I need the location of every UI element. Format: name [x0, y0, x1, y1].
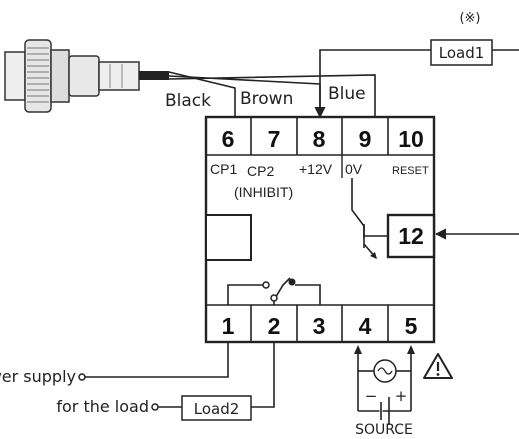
- terminal-2: 2: [268, 313, 281, 339]
- relay-contact-icon: [227, 277, 321, 305]
- ac-source-icon: [373, 359, 397, 383]
- label-12v: +12V: [299, 161, 333, 177]
- terminal-8: 8: [313, 126, 326, 152]
- terminal-9: 9: [359, 126, 372, 152]
- display-window: [205, 214, 252, 261]
- load2-wire-right: [251, 342, 275, 408]
- terminal-10: 10: [398, 126, 424, 152]
- load1-label: Load1: [439, 44, 485, 62]
- wire-label-brown: Brown: [240, 89, 293, 109]
- terminal-12-box: [386, 213, 436, 259]
- label-inhibit: (INHIBIT): [234, 184, 293, 200]
- source-minus: −: [365, 387, 378, 405]
- source-label: SOURCE: [355, 422, 413, 438]
- load1-box: [430, 39, 493, 66]
- terminal-1: 1: [222, 313, 235, 339]
- proximity-sensor-icon: [4, 39, 140, 113]
- source-wiring: [354, 345, 415, 412]
- load2-box: [181, 395, 252, 421]
- source-plus: +: [395, 387, 408, 405]
- label-cp2: CP2: [247, 163, 274, 179]
- wire-label-blue: Blue: [328, 84, 366, 104]
- terminal-3: 3: [313, 313, 326, 339]
- terminal-5: 5: [405, 313, 418, 339]
- label-0v: 0V: [345, 161, 363, 177]
- label-cp1: CP1: [210, 161, 237, 177]
- cable: [139, 71, 169, 80]
- power-label-line1: Power supply: [0, 367, 76, 386]
- power-wire-1: [85, 342, 229, 378]
- terminal-7: 7: [268, 126, 281, 152]
- warning-triangle-icon: [423, 353, 453, 379]
- label-reset: RESET: [392, 165, 429, 177]
- terminal-12: 12: [398, 223, 424, 249]
- power-label-line2: for the load: [56, 397, 149, 416]
- terminal-4: 4: [359, 313, 372, 339]
- wire-label-black: Black: [165, 91, 211, 111]
- load2-label: Load2: [194, 400, 240, 418]
- transistor-icon: [351, 178, 388, 259]
- blue-wire: [168, 74, 376, 117]
- terminal-6: 6: [222, 126, 235, 152]
- dc-source-icon: [379, 396, 390, 426]
- load1-wire-left: [319, 49, 431, 112]
- note-mark: (※): [459, 11, 480, 26]
